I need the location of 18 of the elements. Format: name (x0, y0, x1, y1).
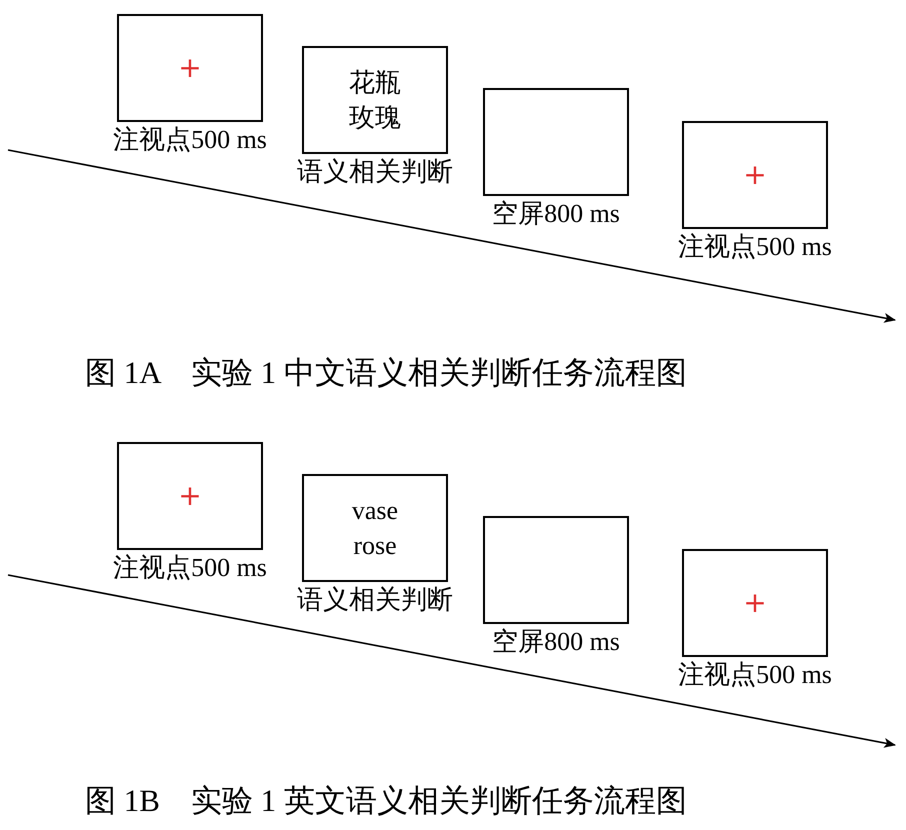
screen-caption: 注视点500 ms (678, 231, 832, 262)
screen-caption: 空屏800 ms (492, 626, 620, 658)
fixation-cross: + (743, 161, 767, 189)
figure-caption: 图 1A 实验 1 中文语义相关判断任务流程图 (85, 354, 687, 392)
stimulus-word: 花瓶 (349, 66, 401, 99)
figure-caption: 图 1B 实验 1 英文语义相关判断任务流程图 (85, 782, 687, 820)
fixation-cross: + (178, 482, 202, 510)
screen-caption: 注视点500 ms (678, 659, 832, 690)
screen-caption: 空屏800 ms (492, 198, 620, 230)
screen-caption: 注视点500 ms (113, 124, 267, 156)
stimulus-word: rose (353, 530, 397, 562)
screen-caption: 语义相关判断 (297, 156, 453, 188)
stimulus-word: vase (352, 494, 398, 527)
fixation-cross: + (743, 589, 767, 617)
screen-caption: 注视点500 ms (113, 552, 267, 584)
screen-caption: 语义相关判断 (297, 584, 453, 616)
stimulus-word: 玫瑰 (349, 102, 401, 134)
fixation-cross: + (178, 54, 202, 82)
